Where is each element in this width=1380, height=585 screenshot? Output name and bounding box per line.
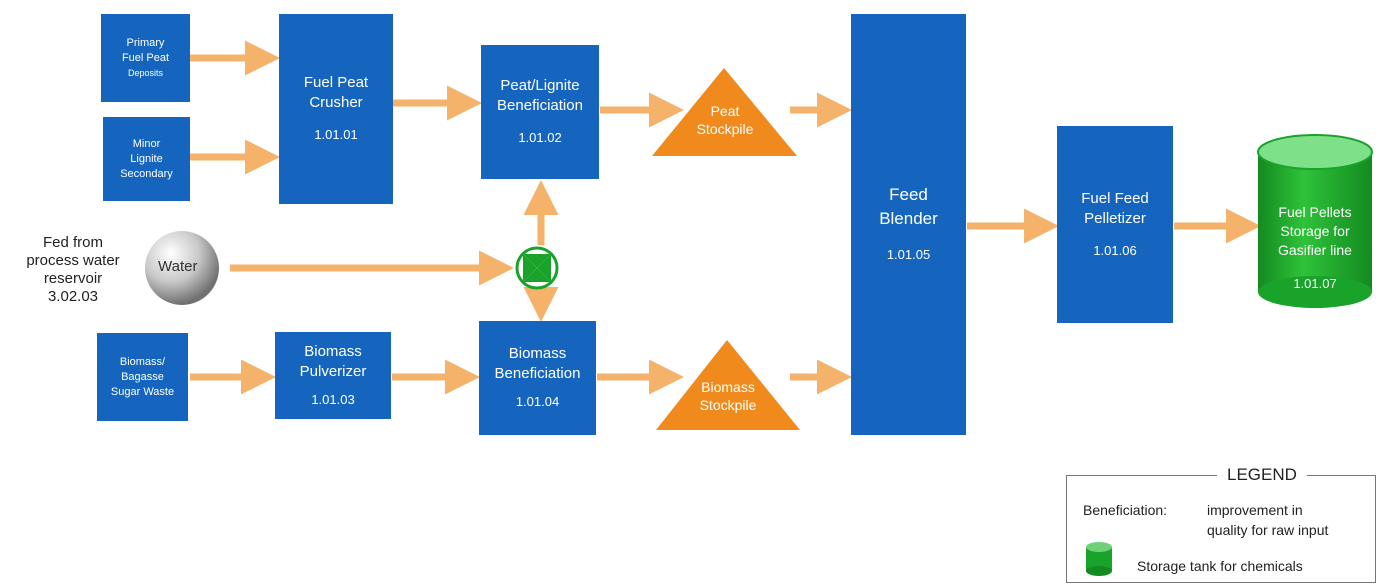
storage-code: 1.01.07: [1293, 276, 1337, 291]
pelletizer-title-1: Fuel Feed: [1081, 189, 1149, 207]
pulverizer-title-1: Biomass: [304, 342, 362, 360]
blender-title-2: Blender: [879, 208, 938, 228]
biomass-beneficiation-box: Biomass Beneficiation 1.01.04: [479, 321, 596, 435]
crusher-title-2: Crusher: [309, 94, 363, 111]
biomass-stockpile-line-1: Biomass: [701, 379, 755, 395]
storage-title-2: Storage for: [1280, 223, 1350, 239]
crusher-title-1: Fuel Peat: [303, 74, 369, 91]
peat-stockpile-label: Peat Stockpile: [670, 102, 780, 138]
biomass-stockpile-shape: [656, 340, 800, 430]
minor-line-3: Secondary: [120, 167, 173, 180]
legend-def-line-1: improvement in: [1207, 502, 1303, 518]
minor-lignite-secondary-box: Minor Lignite Secondary: [103, 117, 190, 201]
crusher-code: 1.01.01: [314, 127, 358, 142]
biomass-src-line-1: Biomass/: [119, 355, 166, 368]
peat-stockpile-line-1: Peat: [710, 103, 740, 119]
legend-def-line-2: quality for raw input: [1207, 522, 1329, 538]
legend-storage-def: Storage tank for chemicals: [1137, 558, 1303, 574]
peat-benef-title-2: Beneficiation: [497, 97, 583, 114]
primary-line-2: Fuel Peat: [121, 51, 170, 64]
peat-lignite-beneficiation-box: Peat/Lignite Beneficiation 1.01.02: [481, 45, 599, 179]
pulverizer-code: 1.01.03: [311, 391, 355, 407]
primary-fuel-peat-deposits-box: Primary Fuel Peat Deposits: [101, 14, 190, 102]
legend-title: LEGEND: [1217, 465, 1307, 485]
biomass-bagasse-sugar-waste-box: Biomass/ Bagasse Sugar Waste: [97, 333, 188, 421]
fuel-peat-crusher-box: Fuel Peat Crusher 1.01.01: [279, 14, 393, 204]
blender-title-1: Feed: [889, 184, 928, 204]
fed-from-line-2: process water: [26, 252, 120, 269]
minor-line-1: Minor: [132, 137, 161, 150]
storage-title-1: Fuel Pellets: [1278, 204, 1352, 220]
biomass-src-line-3: Sugar Waste: [110, 385, 175, 398]
fuel-pellets-storage-label: Fuel Pellets Storage for Gasifier line 1…: [1262, 190, 1368, 306]
biomass-benef-title-2: Beneficiation: [494, 365, 581, 382]
water-label: Water: [158, 258, 198, 275]
fuel-feed-pelletizer-box: Fuel Feed Pelletizer 1.01.06: [1057, 126, 1173, 323]
peat-benef-title-1: Peat/Lignite: [500, 77, 580, 94]
primary-line-3: Deposits: [127, 67, 163, 78]
fed-from-text: Fed from process water reservoir 3.02.03: [18, 234, 128, 306]
peat-stockpile-line-2: Stockpile: [696, 121, 754, 137]
peat-benef-code: 1.01.02: [518, 130, 562, 145]
fed-from-line-4: 3.02.03: [47, 288, 99, 305]
valve-icon: [515, 246, 559, 290]
legend-beneficiation-term: Beneficiation:: [1083, 502, 1168, 518]
biomass-stockpile-line-2: Stockpile: [699, 397, 757, 413]
legend-box: LEGEND Beneficiation: improvement in qua…: [1066, 465, 1376, 583]
pelletizer-code: 1.01.06: [1093, 242, 1137, 258]
peat-stockpile-shape: [652, 68, 797, 156]
legend-beneficiation-def: improvement in quality for raw input: [1207, 500, 1328, 540]
pelletizer-title-2: Pelletizer: [1084, 209, 1146, 227]
primary-line-1: Primary: [126, 36, 165, 49]
biomass-stockpile-label: Biomass Stockpile: [673, 378, 783, 414]
blender-code: 1.01.05: [886, 246, 931, 262]
biomass-benef-code: 1.01.04: [515, 394, 560, 409]
fed-from-line-1: Fed from: [42, 234, 103, 251]
biomass-benef-title-1: Biomass: [508, 345, 567, 362]
biomass-pulverizer-box: Biomass Pulverizer 1.01.03: [275, 332, 391, 419]
biomass-src-line-2: Bagasse: [121, 370, 164, 383]
pulverizer-title-2: Pulverizer: [299, 362, 367, 380]
storage-title-3: Gasifier line: [1278, 242, 1352, 258]
water-sphere-icon: [145, 231, 219, 305]
minor-line-2: Lignite: [130, 152, 163, 165]
legend-tank-icon: [1086, 542, 1112, 576]
fed-from-line-3: reservoir: [43, 270, 103, 287]
fuel-pellets-tank-icon: [1257, 134, 1373, 308]
feed-blender-box: Feed Blender 1.01.05: [851, 14, 966, 435]
